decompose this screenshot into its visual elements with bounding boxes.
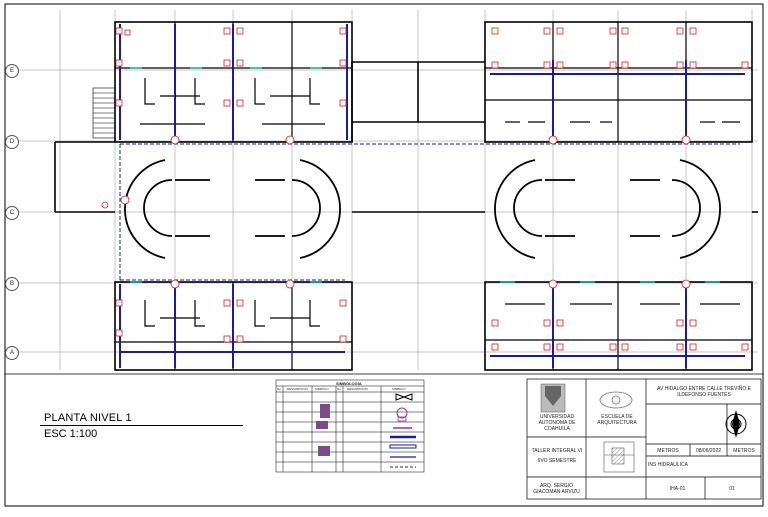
legend-header-symbol: SIMBOLO	[315, 387, 329, 391]
fixture-markers	[101, 27, 749, 351]
plan-title-underline	[40, 425, 243, 426]
axis-label-d: D	[5, 135, 19, 149]
project-address: AV HIDALGO ENTRE CALLE TREVIÑO E ILDEFON…	[656, 386, 751, 398]
school-name: ESCUELA DE ARQUITECTURA	[597, 414, 637, 426]
course-name: TALLER INTEGRAL VI	[531, 448, 583, 454]
legend-header-description: DESCRIPCION	[287, 387, 308, 391]
axis-label-b: B	[5, 277, 19, 291]
legend-symbols	[316, 393, 417, 468]
accent-marks	[130, 67, 720, 283]
axis-label-e: E	[5, 64, 19, 78]
courtyard-walls	[124, 159, 721, 259]
plan-title: PLANTA NIVEL 1	[44, 412, 132, 424]
units-label-2: METROS	[733, 448, 755, 454]
sheet-number: 01	[729, 486, 735, 492]
axis-label-a: A	[5, 346, 19, 360]
university-logo	[540, 383, 566, 413]
hydraulic-lines	[119, 143, 740, 281]
legend-header-description-2: DESCRIPCION	[347, 387, 368, 391]
axis-label-c: C	[5, 206, 19, 220]
legend-title: SIMBOLOGIA	[336, 381, 362, 386]
north-arrow-icon	[725, 410, 747, 438]
semester: 6VO SEMESTRE	[537, 458, 577, 464]
sheet-content: INS HIDRAULICA	[648, 462, 689, 468]
stair	[92, 87, 116, 139]
university-name: UNIVERSIDAD AUTONOMA DE COAHUILA	[538, 414, 576, 432]
units-label: METROS	[657, 448, 679, 454]
school-logo	[599, 391, 633, 409]
legend-table	[275, 379, 425, 473]
site-location-map	[603, 441, 635, 473]
hydraulic-risers	[119, 24, 745, 368]
plan-scale: ESC 1:100	[44, 428, 98, 440]
legend-header-symbol-2: SIMBOLO	[392, 387, 406, 391]
legend-header-no-2: No.	[337, 387, 342, 391]
legend-header-no: No.	[277, 387, 282, 391]
sheet-code: IHA-01	[669, 486, 686, 492]
teacher-name: ARQ. SERGIO GIACOMAN ARVIZU	[533, 483, 580, 495]
title-block	[526, 378, 762, 500]
interior-walls	[115, 22, 752, 370]
date-label: 08/06/2022	[695, 448, 722, 454]
